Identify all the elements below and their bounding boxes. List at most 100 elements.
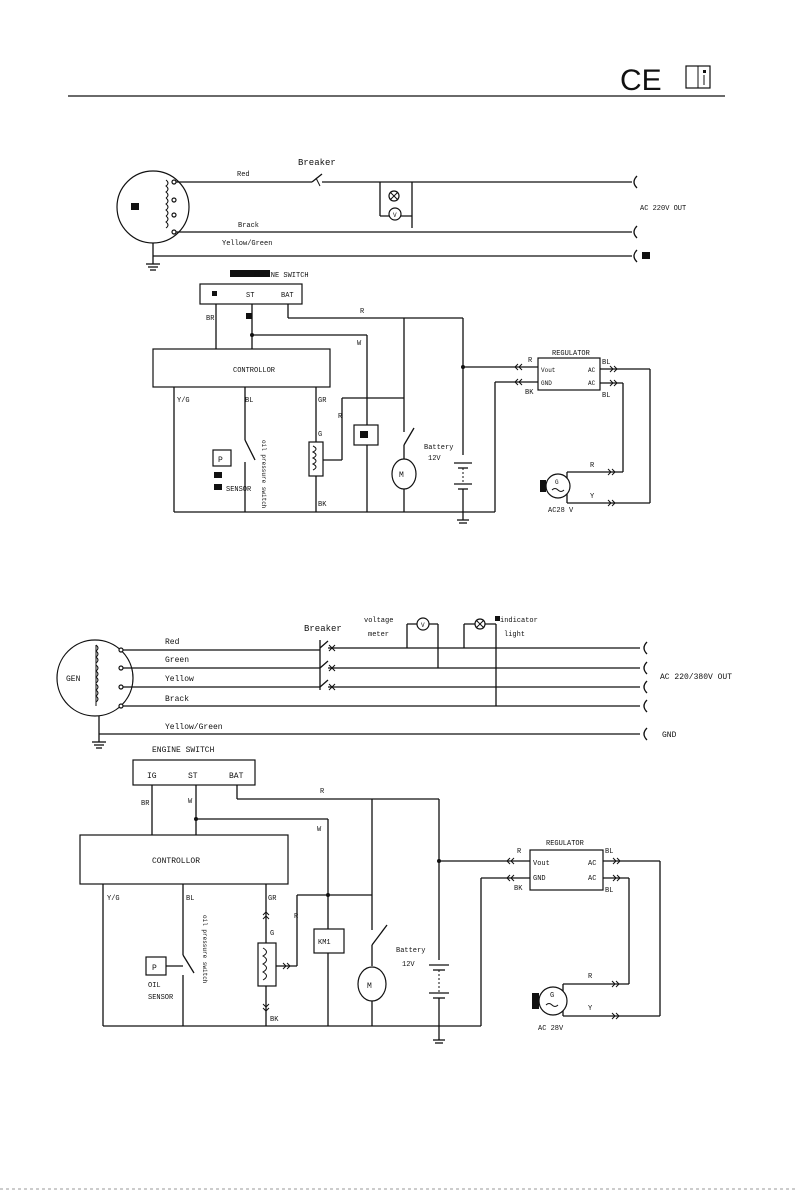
regulator-1: REGULATOR Vout GND AC AC: [537, 350, 601, 391]
engine-switch-2-ig: IG: [147, 772, 157, 781]
controller-2: CONTROLLOR: [79, 834, 289, 885]
motor-2-label: M: [367, 982, 372, 991]
regulator-1-gnd: GND: [541, 380, 552, 387]
generator-1: G: [116, 170, 190, 244]
battery-1: [454, 462, 472, 490]
manual-icon: [685, 65, 711, 89]
out-socket-1b: [633, 225, 638, 239]
charge-gen-2-ac: AC 28V: [538, 1025, 564, 1033]
reg-2-in-bk-label: BK: [514, 885, 523, 893]
svg-text:V: V: [421, 622, 425, 629]
regulator-1-title: REGULATOR: [552, 350, 591, 358]
voltage-meter-label-2: meter: [368, 631, 389, 639]
engine-switch-2-st: ST: [188, 772, 198, 781]
breaker-2: [319, 640, 329, 690]
oil-sensor-1-label: SENSOR: [226, 486, 252, 494]
engine-switch-1-bat: BAT: [281, 292, 294, 300]
cg-2-y-label: Y: [588, 1005, 593, 1013]
ignition-coil-1: [308, 441, 324, 477]
engine-switch-1-st: ST: [246, 292, 254, 300]
wire-br-2-label: BR: [141, 800, 150, 808]
wire-r-2-label: R: [320, 788, 325, 796]
wire-red-1-label: Red: [237, 171, 250, 179]
battery-2-voltage: 12V: [402, 961, 415, 969]
page-header: CE: [68, 64, 725, 97]
regulator-2-ac1: AC: [588, 860, 596, 868]
wiring-diagram-2: GEN voltage meter V indicator light: [56, 616, 732, 1044]
regulator-1-ac1: AC: [588, 367, 596, 374]
oil-switch-1: [244, 439, 256, 461]
wiring-diagram-1: G Red Breaker V Bra: [116, 158, 686, 524]
indicator-light-block: indicator light: [463, 616, 538, 706]
battery-2-label: Battery: [396, 947, 425, 955]
wire-black-1-label: Brack: [238, 222, 259, 230]
generator-2: GEN: [56, 639, 134, 717]
wire-w-2-st-label: W: [188, 798, 193, 806]
earth-2: [92, 716, 106, 749]
relay-km1-1: [353, 424, 379, 446]
voltage-meter-label-1: voltage: [364, 617, 393, 625]
engine-switch-2: ENGINE SWITCH IG ST BAT: [132, 746, 256, 786]
regulator-2: REGULATOR Vout GND AC AC: [529, 840, 604, 891]
wire-yg-1-label: Yellow/Green: [222, 240, 272, 248]
svg-text:V: V: [393, 212, 397, 219]
battery-1-voltage: 12V: [428, 455, 441, 463]
wire-gr-1-label: GR: [318, 397, 327, 405]
out-socket-2e: [643, 727, 648, 741]
engine-switch-2-label: ENGINE SWITCH: [152, 746, 215, 755]
reg-2-ac2-label: BL: [605, 887, 613, 895]
wire-bl-1-label: BL: [245, 397, 253, 405]
wire-red-2-label: Red: [165, 638, 180, 647]
starter-motor-2: M: [357, 966, 387, 1002]
ignition-coil-2: [257, 942, 277, 987]
wire-g-1-label: G: [318, 431, 322, 439]
engine-switch-2-bat: BAT: [229, 772, 244, 781]
wire-g-2-label: G: [270, 930, 274, 938]
regulator-2-ac2: AC: [588, 875, 596, 883]
reg-1-in-bk-label: BK: [525, 389, 534, 397]
generator-2-label: GEN: [66, 675, 81, 684]
voltage-meter-block: voltage meter V: [364, 617, 439, 668]
regulator-1-vout: Vout: [541, 367, 555, 374]
gnd-2: GND: [662, 731, 677, 740]
cg-1-r-label: R: [590, 462, 595, 470]
breaker-1: [311, 173, 323, 187]
reg-1-ac1-label: BL: [602, 359, 610, 367]
relay-km1-2: KM1: [313, 928, 345, 954]
wire-yg-1b-label: Y/G: [177, 397, 190, 405]
out-socket-2c: [643, 680, 648, 694]
regulator-2-title: REGULATOR: [546, 840, 585, 848]
relay-km1-2-label: KM1: [318, 939, 331, 947]
engine-switch-1-label: ENGINE SWITCH: [254, 272, 309, 280]
engine-switch-1: ENGINE SWITCH ST BAT: [199, 270, 309, 305]
oil-switch-2-caption: oil pressure switch: [201, 915, 208, 984]
earth-2b: [433, 1039, 445, 1044]
wire-br-1-label: BR: [206, 315, 215, 323]
controller-2-label: CONTROLLOR: [152, 857, 200, 866]
wire-bk-1c-label: BK: [318, 501, 327, 509]
starter-motor-1: M: [391, 458, 417, 490]
breaker-1-label: Breaker: [298, 158, 336, 168]
cg-2-r-label: R: [588, 973, 593, 981]
out-socket-1c: [633, 249, 638, 263]
controller-1-label: CONTROLLOR: [233, 367, 276, 375]
regulator-2-vout: Vout: [533, 860, 550, 868]
wire-w-1-label: W: [357, 340, 362, 348]
wire-bl-2-label: BL: [186, 895, 194, 903]
controller-1: CONTROLLOR: [152, 348, 331, 388]
starter-switch-1: [403, 427, 415, 446]
out-socket-1a: [633, 175, 638, 189]
charge-gen-1-label: G: [555, 479, 559, 486]
wire-black-2-label: Brack: [165, 695, 189, 704]
oil-sensor-2-l1: OIL: [148, 982, 161, 990]
out-socket-2b: [643, 661, 648, 675]
out-socket-2d: [643, 699, 648, 713]
breaker-2-label: Breaker: [304, 624, 342, 634]
motor-1-label: M: [399, 471, 404, 480]
battery-2: [429, 964, 449, 999]
earth-1b: [457, 512, 469, 524]
cg-1-y-label: Y: [590, 493, 595, 501]
indicator-label-1: indicator: [500, 617, 538, 625]
reg-1-in-r-label: R: [528, 357, 533, 365]
